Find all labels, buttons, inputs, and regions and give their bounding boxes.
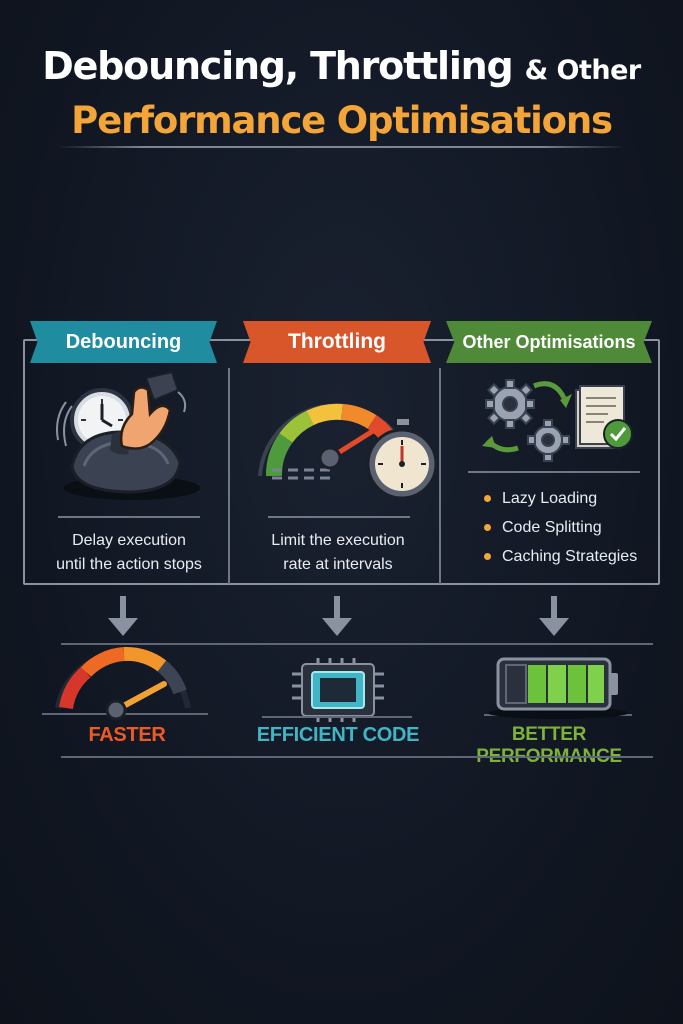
optimisations-list: Lazy Loading Code Splitting Caching Stra… [484, 484, 637, 571]
list-item: Lazy Loading [484, 484, 637, 513]
bullet-dot [484, 495, 491, 502]
results-bottom-rule [61, 756, 653, 758]
throttling-rule [268, 516, 410, 518]
arrow-down-icon [108, 596, 138, 636]
speedometer-with-stopwatch-icon [258, 403, 438, 500]
hand-on-mouse-with-clock-icon [56, 370, 200, 500]
throttling-description: Limit the execution rate at intervals [240, 529, 436, 577]
card-divider-2 [439, 368, 441, 584]
debouncing-description: Delay execution until the action stops [34, 529, 224, 577]
arrow-down-icon [539, 596, 569, 636]
title-block: Debouncing, Throttling & Other Performan… [0, 42, 683, 145]
result-better-performance: BETTER PERFORMANCE [476, 724, 622, 767]
ribbon-other-optimisations: Other Optimisations [446, 321, 652, 363]
list-item: Code Splitting [484, 513, 637, 542]
ribbon-debouncing: Debouncing [30, 321, 217, 363]
result-faster: FASTER [88, 724, 166, 746]
title-tail: & Other [524, 55, 642, 86]
debouncing-desc-line2: until the action stops [56, 556, 202, 573]
bullet-dot [484, 524, 491, 531]
cpu-chip-icon [292, 658, 384, 722]
card-divider-1 [228, 368, 230, 584]
throttling-desc-line2: rate at intervals [283, 556, 393, 573]
speed-gauge-icon [42, 646, 208, 721]
gears-and-document-check-icon [482, 379, 633, 462]
debouncing-rule [58, 516, 200, 518]
debouncing-desc-line1: Delay execution [72, 532, 186, 549]
arrow-down-icon [322, 596, 352, 636]
bullet-dot [484, 553, 491, 560]
result-efficient-code: EFFICIENT CODE [256, 724, 420, 746]
title-main: Debouncing, Throttling [42, 44, 513, 88]
other-rule [468, 471, 640, 473]
list-item: Caching Strategies [484, 542, 637, 571]
throttling-desc-line1: Limit the execution [271, 532, 405, 549]
title-divider [58, 146, 626, 148]
page-title-line2: Performance Optimisations [71, 99, 613, 142]
battery-full-icon [484, 657, 632, 719]
ribbon-throttling: Throttling [243, 321, 431, 363]
chip-baseline [262, 716, 412, 718]
page-title-line1: Debouncing, Throttling & Other [0, 42, 683, 95]
results-top-rule [61, 643, 653, 645]
